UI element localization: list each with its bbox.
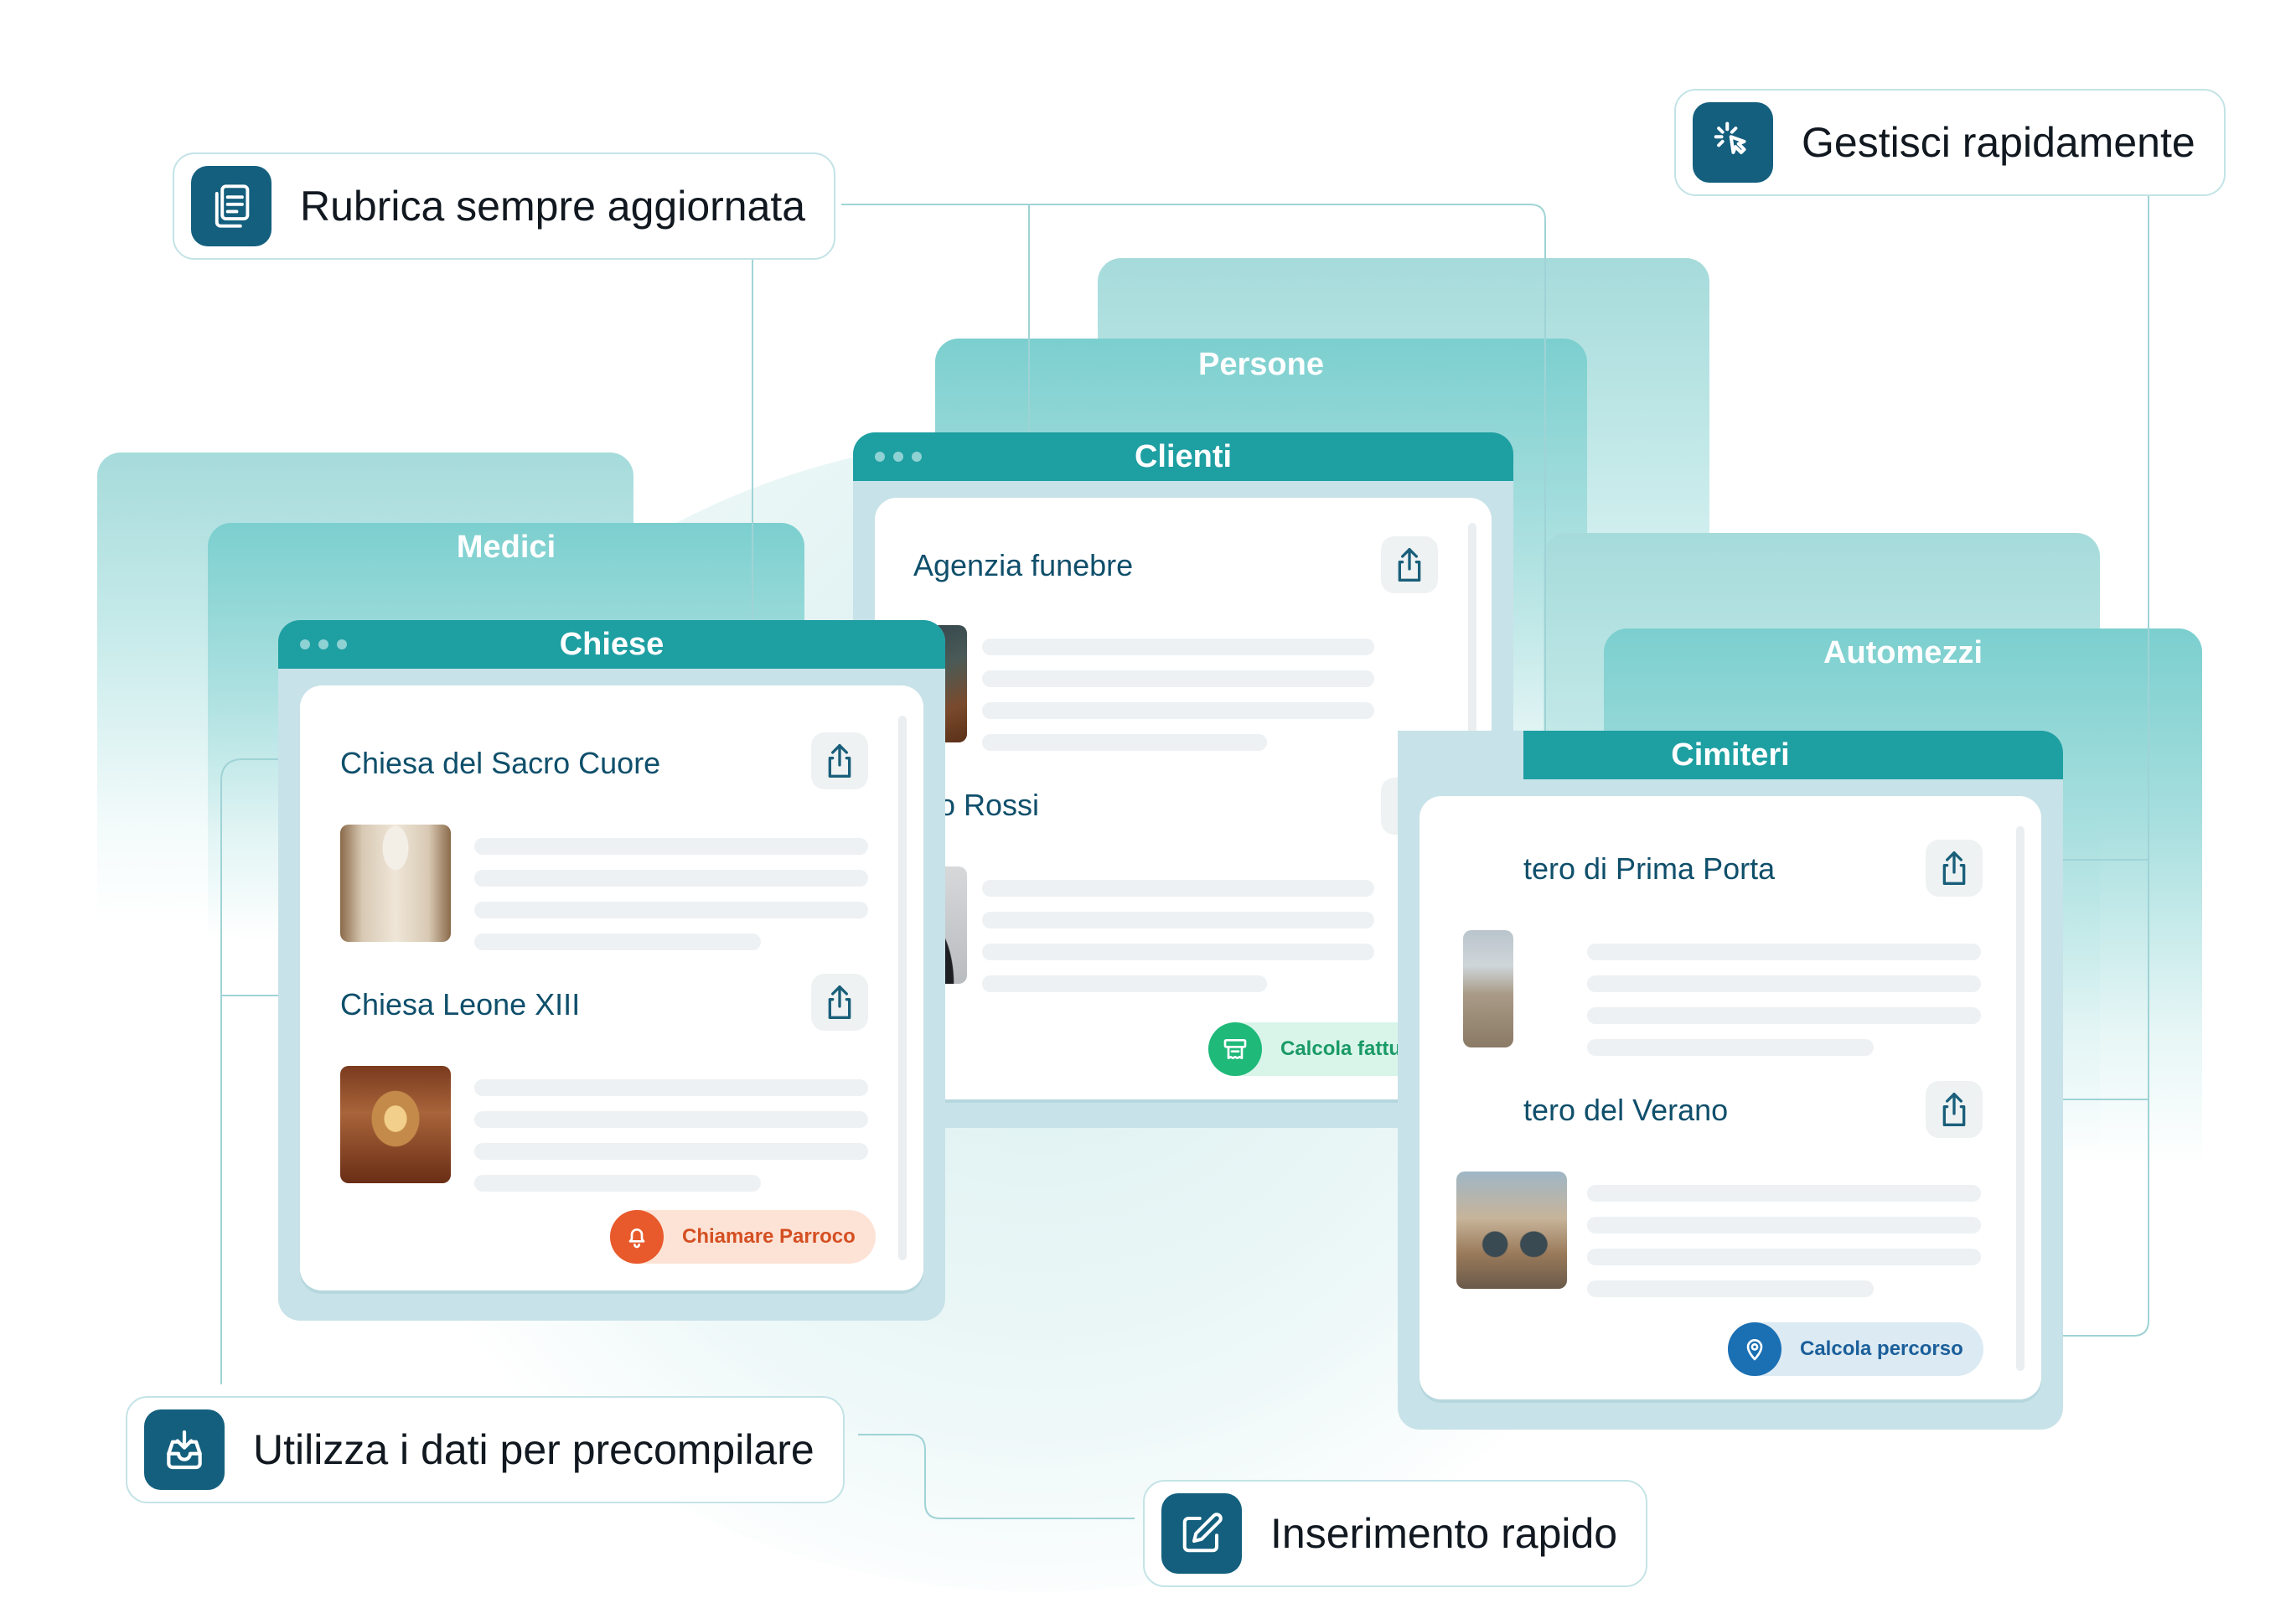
panel-persone-label: Persone	[1198, 347, 1324, 382]
inbox-download-icon-wrap	[144, 1409, 225, 1490]
window-cimiteri[interactable]: Cimiteri tero di Prima Porta tero del Ve…	[1398, 731, 2063, 1430]
window-clienti-titlebar: Clienti	[853, 432, 1513, 481]
calcola-percorso-label: Calcola percorso	[1800, 1337, 1963, 1360]
chiamare-parroco-label: Chiamare Parroco	[682, 1225, 856, 1248]
clipboard-icon-wrap	[191, 166, 271, 246]
invoice-icon	[1223, 1039, 1247, 1059]
window-chiese-body: Chiesa del Sacro Cuore Chiesa Leone XIII…	[300, 685, 923, 1290]
window-cimiteri-title: Cimiteri	[1671, 737, 1790, 773]
callout-gestisci: Gestisci rapidamente	[1674, 89, 2226, 196]
church-nave-photo	[340, 825, 451, 942]
entry-name[interactable]: Chiesa Leone XIII	[340, 987, 581, 1021]
share-icon	[1398, 548, 1421, 582]
window-clienti-title: Clienti	[1134, 439, 1233, 474]
share-icon	[828, 985, 851, 1019]
callout-rubrica: Rubrica sempre aggiornata	[173, 153, 836, 260]
callout-inserimento-text: Inserimento rapido	[1270, 1510, 1618, 1557]
share-button[interactable]	[811, 974, 868, 1031]
window-chiese-titlebar: Chiese	[278, 620, 945, 669]
scrollbar[interactable]	[898, 716, 907, 1260]
cursor-click-icon-wrap	[1693, 102, 1773, 183]
calcola-percorso-button[interactable]: Calcola percorso	[1728, 1322, 1983, 1376]
panel-automezzi-label: Automezzi	[1823, 635, 1983, 670]
callout-utilizza-text: Utilizza i dati per precompilare	[253, 1426, 814, 1473]
callout-inserimento: Inserimento rapido	[1143, 1480, 1648, 1587]
callout-gestisci-text: Gestisci rapidamente	[1802, 119, 2195, 166]
chiamare-parroco-button[interactable]: Chiamare Parroco	[610, 1210, 876, 1264]
location-pin-icon	[1746, 1339, 1763, 1361]
bell-icon	[628, 1228, 645, 1249]
entry-name[interactable]: Agenzia funebre	[913, 548, 1134, 582]
edit-icon	[1182, 1513, 1223, 1553]
edit-icon-wrap	[1161, 1493, 1242, 1574]
callout-utilizza: Utilizza i dati per precompilare	[126, 1396, 845, 1503]
share-button[interactable]	[1926, 840, 1983, 897]
clipboard-icon	[215, 184, 250, 228]
share-button[interactable]	[1926, 1081, 1983, 1138]
entry-name[interactable]: tero del Verano	[1523, 1093, 1729, 1127]
entry-name[interactable]: tero di Prima Porta	[1523, 851, 1776, 886]
window-cimiteri-body: tero di Prima Porta tero del Verano Calc…	[1419, 796, 2041, 1399]
church-altar-photo	[340, 1066, 451, 1183]
window-chiese-title: Chiese	[559, 627, 664, 662]
share-icon	[1942, 1092, 1966, 1126]
cemetery-gate-photo	[1456, 1171, 1567, 1289]
window-clienti[interactable]: Clienti Agenzia funebre lario Rossi Calc…	[853, 432, 1513, 1128]
window-controls[interactable]	[875, 452, 922, 462]
window-controls[interactable]	[300, 639, 347, 649]
share-button[interactable]	[811, 732, 868, 789]
calcola-fatture-label: Calcola fatture	[1280, 1037, 1420, 1060]
panel-medici-label: Medici	[456, 530, 556, 565]
pill-icon-wrap	[610, 1210, 664, 1264]
window-cimiteri-titlebar: Cimiteri	[1523, 731, 2063, 779]
entry-name[interactable]: Chiesa del Sacro Cuore	[340, 746, 661, 780]
window-chiese[interactable]: Chiese Chiesa del Sacro Cuore Chiesa Leo…	[278, 620, 945, 1321]
scrollbar[interactable]	[2016, 826, 2025, 1371]
pill-icon-wrap	[1728, 1322, 1781, 1376]
cursor-click-icon	[1714, 122, 1746, 154]
callout-rubrica-text: Rubrica sempre aggiornata	[300, 183, 806, 230]
share-icon	[1942, 851, 1966, 886]
pill-icon-wrap	[1208, 1022, 1262, 1076]
share-icon	[828, 744, 851, 778]
share-button[interactable]	[1381, 536, 1438, 593]
cemetery-photo	[1463, 930, 1513, 1047]
inbox-download-icon	[167, 1430, 202, 1470]
